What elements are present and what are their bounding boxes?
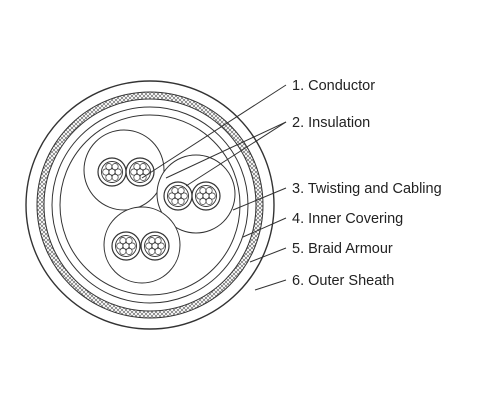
pair-b-core-2-strand (205, 197, 213, 205)
pair-b-core-2-strand (205, 187, 213, 195)
pair-a-core-1-strand (111, 163, 119, 171)
leader-line-conductor (141, 84, 287, 179)
leader-line-twisting (232, 187, 287, 211)
label-insulation: 2. Insulation (292, 115, 370, 131)
pair-b-core-2-strand (208, 192, 216, 200)
pair-c-core-2-strand (157, 242, 165, 250)
pair-c-core-1-strand (125, 247, 133, 255)
label-braid-armour: 5. Braid Armour (292, 241, 393, 257)
label-twisting-and-cabling: 3. Twisting and Cabling (292, 181, 442, 197)
pair-b-core-1-strand (171, 197, 179, 205)
leader-line-outer-sheath (254, 279, 287, 291)
pair-b-core-2-strand (199, 187, 207, 195)
label-conductor: 1. Conductor (292, 78, 375, 94)
pair-b-core-1-strand (177, 187, 185, 195)
pair-c-core-2-strand (148, 237, 156, 245)
label-inner-covering: 4. Inner Covering (292, 211, 403, 227)
leader-line-insulation-b (165, 121, 287, 179)
pair-b-core-1-strand (168, 192, 176, 200)
pair-a-core-1-strand (102, 168, 110, 176)
pair-a-core-2-strand (133, 163, 141, 171)
leader-line-insulation-a (185, 121, 287, 187)
pair-c-core-1-strand (119, 247, 127, 255)
pair-c-core-2-strand (148, 247, 156, 255)
pair-c-core-1-strand (125, 237, 133, 245)
pair-c-core-2-strand (154, 247, 162, 255)
pair-c-core-1-strand (116, 242, 124, 250)
twisted-pairs (97, 157, 221, 261)
pair-c-core-1-strand (128, 242, 136, 250)
pair-a-core-1-strand (105, 173, 113, 181)
pair-b-core-1-strand (171, 187, 179, 195)
pair-c-core-2-strand (145, 242, 153, 250)
pair-a-core-1-strand (105, 163, 113, 171)
pair-b-core-2-strand (196, 192, 204, 200)
label-outer-sheath: 6. Outer Sheath (292, 273, 394, 289)
pair-b-core-1-strand (180, 192, 188, 200)
pair-c-core-1-strand (119, 237, 127, 245)
pair-a-core-1-strand (114, 168, 122, 176)
pair-b-core-1-strand (177, 197, 185, 205)
pair-c-core-2-strand (154, 237, 162, 245)
pair-b-core-2-strand (199, 197, 207, 205)
leader-lines (141, 84, 287, 291)
pair-a-core-2-strand (133, 173, 141, 181)
pair-a-core-1-strand (111, 173, 119, 181)
pair-a-core-2-strand (139, 163, 147, 171)
leader-line-braid-armour (249, 247, 287, 263)
leader-line-inner-covering (242, 217, 287, 238)
pair-a-core-2-strand (130, 168, 138, 176)
